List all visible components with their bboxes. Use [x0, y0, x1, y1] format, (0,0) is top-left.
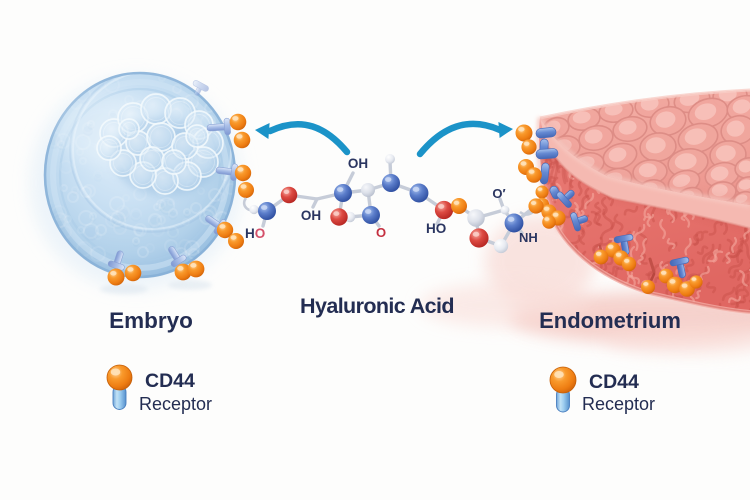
- svg-text:Embryo: Embryo: [109, 308, 193, 333]
- svg-text:OH: OH: [301, 208, 321, 223]
- svg-text:CD44: CD44: [589, 371, 639, 393]
- svg-text:HO: HO: [426, 221, 446, 236]
- svg-text:OH: OH: [348, 156, 368, 171]
- svg-text:CD44: CD44: [145, 370, 195, 392]
- svg-text:Hyaluronic Acid: Hyaluronic Acid: [300, 294, 454, 318]
- svg-text:Receptor: Receptor: [139, 394, 212, 414]
- svg-text:O′: O′: [492, 186, 505, 201]
- svg-text:Receptor: Receptor: [582, 394, 655, 414]
- svg-text:Endometrium: Endometrium: [539, 308, 681, 333]
- svg-text:NH: NH: [519, 230, 538, 245]
- svg-text:O: O: [376, 225, 386, 240]
- svg-text:HO: HO: [245, 226, 265, 241]
